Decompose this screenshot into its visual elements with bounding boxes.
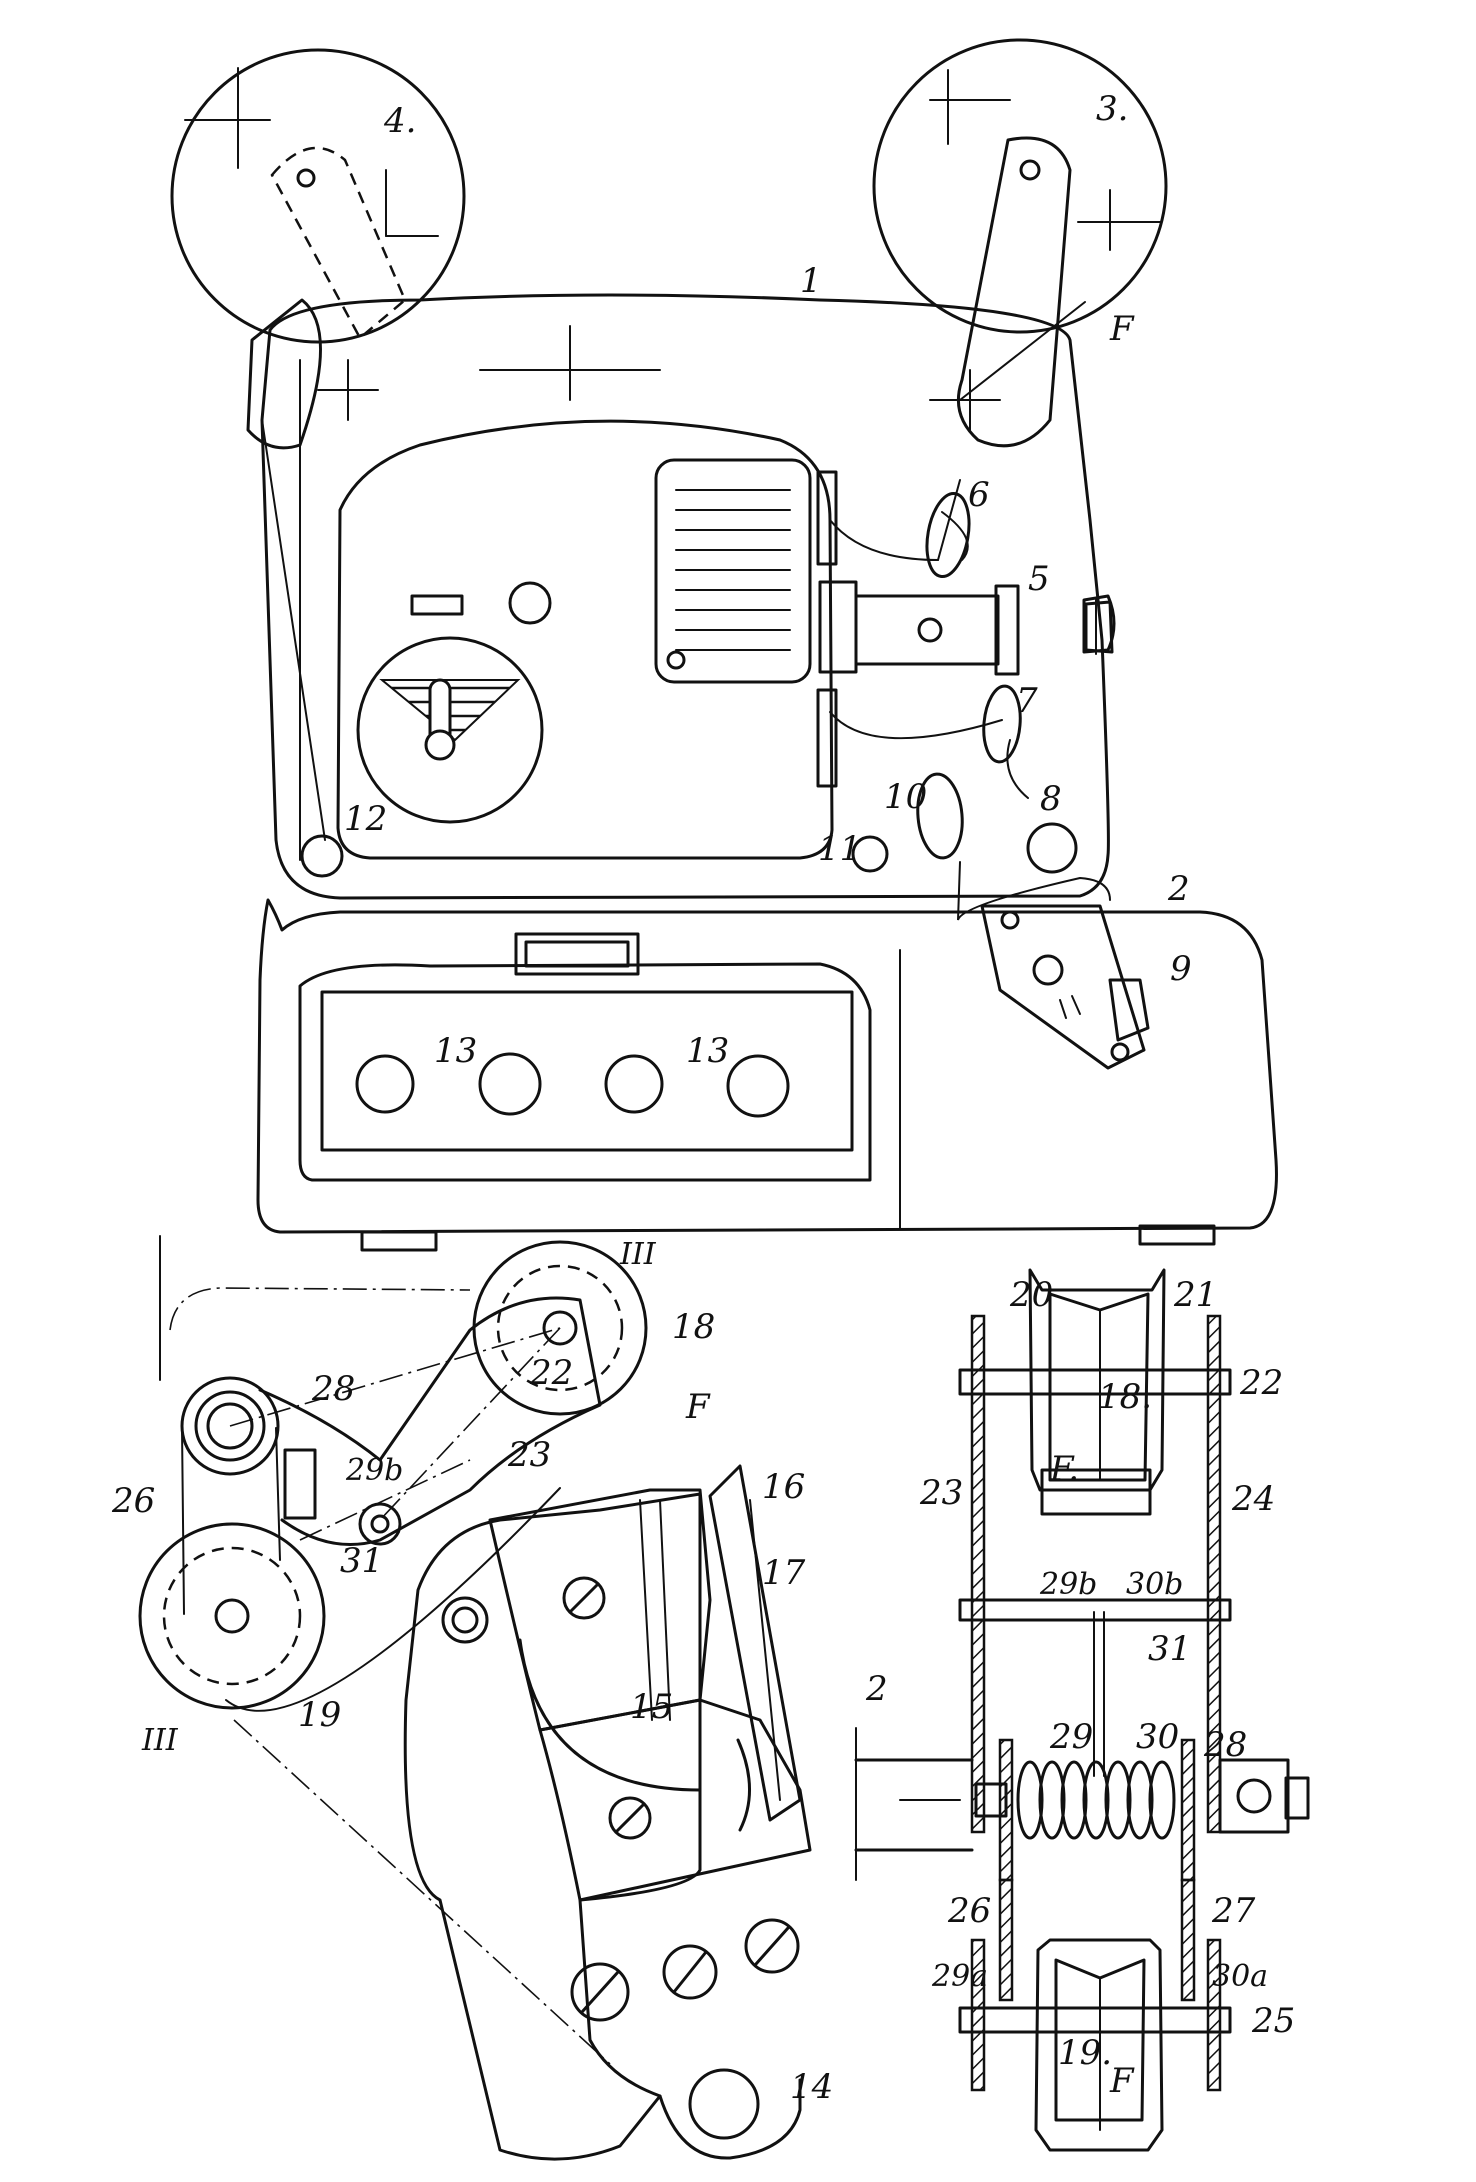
label-16: 16 — [762, 1467, 805, 1507]
label-12: 12 — [344, 799, 387, 839]
indicator-slot — [410, 594, 464, 616]
label-18-fig2: 18 — [672, 1307, 715, 1347]
label-19-fig2: 19 — [298, 1695, 341, 1735]
reel-3 — [872, 38, 1168, 448]
reference-labels: 1 2 3. 4. 5 6 7 8 9 10 11 12 13 13 F 14 … — [111, 89, 1295, 2107]
label-5: 5 — [1028, 559, 1050, 599]
reel-4 — [170, 48, 466, 450]
shaft-22 — [958, 1368, 1232, 1396]
roller-28 — [180, 1376, 280, 1476]
label-22-fig2: 22 — [529, 1353, 573, 1393]
lamp-housing — [654, 458, 812, 684]
label-2-fig3: 2 — [865, 1669, 888, 1709]
label-23-fig2: 23 — [507, 1435, 551, 1475]
lens-5 — [854, 584, 1114, 676]
label-13a: 13 — [434, 1031, 477, 1071]
label-20: 20 — [1009, 1275, 1053, 1315]
button-13c[interactable] — [604, 1054, 664, 1114]
label-26-fig3: 26 — [947, 1891, 991, 1931]
base-2 — [256, 898, 1278, 1252]
label-f-fig3-top: F. — [1049, 1449, 1079, 1489]
label-f-fig3-bottom: F — [1109, 2061, 1135, 2101]
label-14: 14 — [790, 2067, 833, 2107]
label-29: 29 — [1049, 1717, 1093, 1757]
roller-19 — [138, 1522, 326, 1710]
label-2-fig1: 2 — [1167, 869, 1190, 909]
label-f-fig1: F — [1109, 309, 1135, 349]
label-15: 15 — [630, 1687, 673, 1727]
label-30b: 30b — [1126, 1567, 1183, 1602]
label-28-fig2: 28 — [311, 1369, 355, 1409]
support-plate — [403, 1492, 702, 2161]
roller-10 — [916, 772, 964, 860]
plate-24 — [1206, 1314, 1222, 1834]
roller-12 — [300, 834, 344, 878]
roller-7 — [982, 684, 1022, 764]
label-23-fig3: 23 — [919, 1473, 963, 1513]
label-30a: 30a — [1212, 1959, 1268, 1994]
label-9: 9 — [1170, 949, 1192, 989]
label-18-fig3: 18. — [1098, 1377, 1152, 1417]
knob — [508, 581, 552, 625]
label-28-fig3: 28 — [1203, 1725, 1247, 1765]
button-13d[interactable] — [726, 1054, 790, 1118]
figure-2-mechanism — [138, 1235, 812, 2161]
label-3: 3. — [1096, 89, 1128, 129]
roller-6 — [925, 491, 971, 579]
label-24: 24 — [1231, 1479, 1275, 1519]
label-10: 10 — [884, 777, 927, 817]
label-iii-bottom: III — [141, 1723, 179, 1758]
label-f-fig2: F — [685, 1387, 711, 1427]
projector-body — [260, 293, 1110, 900]
label-1: 1 — [800, 261, 822, 301]
label-21: 21 — [1173, 1275, 1217, 1315]
label-4: 4. — [383, 101, 416, 141]
front-panel — [336, 419, 834, 860]
label-31-fig2: 31 — [340, 1541, 383, 1581]
roller-11 — [851, 835, 889, 873]
label-11: 11 — [818, 829, 861, 869]
roller-14 — [688, 2068, 760, 2140]
label-22-fig3: 22 — [1239, 1363, 1283, 1403]
label-27: 27 — [1211, 1891, 1256, 1931]
roller-8 — [1026, 822, 1078, 874]
plate-23 — [970, 1314, 986, 1834]
label-iii-top: III — [619, 1237, 657, 1272]
figure-1-projector — [170, 38, 1278, 1252]
dial — [356, 636, 544, 824]
label-29b-fig2: 29b — [345, 1453, 403, 1488]
button-13b[interactable] — [478, 1052, 542, 1116]
figure-3-section — [854, 1268, 1310, 2152]
label-29a: 29a — [931, 1959, 988, 1994]
label-7: 7 — [1016, 681, 1038, 721]
label-29b-fig3: 29b — [1039, 1567, 1097, 1602]
label-17: 17 — [762, 1553, 806, 1593]
label-30: 30 — [1136, 1717, 1179, 1757]
label-13b: 13 — [686, 1031, 729, 1071]
label-31-fig3: 31 — [1148, 1629, 1191, 1669]
film-path — [829, 301, 1111, 921]
label-25: 25 — [1251, 2001, 1295, 2041]
label-19-fig3: 19. — [1058, 2033, 1112, 2073]
label-26-fig2: 26 — [111, 1481, 155, 1521]
label-6: 6 — [968, 475, 990, 515]
button-13a[interactable] — [355, 1054, 415, 1114]
label-8: 8 — [1040, 779, 1062, 819]
